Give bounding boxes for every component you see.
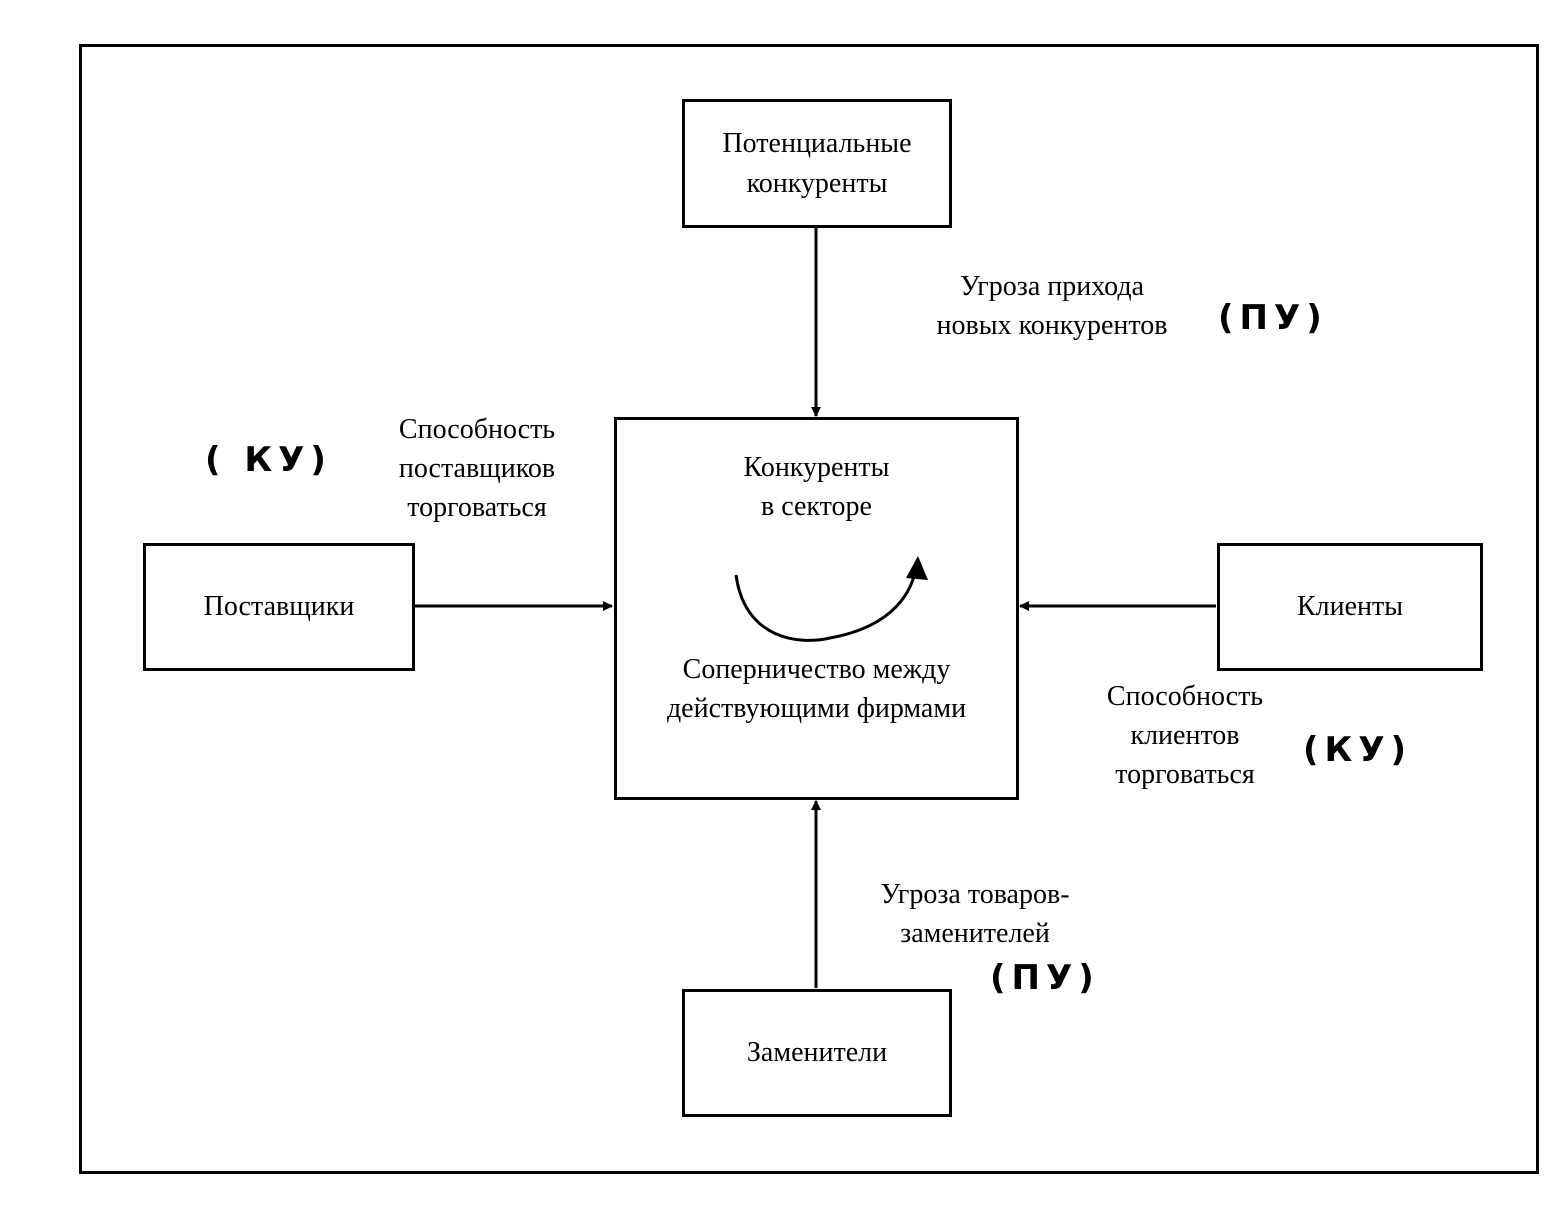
node-text: действующими фирмами bbox=[666, 693, 967, 724]
label-substitutes-threat: Угроза товаров- заменителей bbox=[850, 875, 1100, 953]
edge-text: новых конкурентов bbox=[936, 310, 1168, 341]
rivalry-arrowhead bbox=[906, 556, 928, 580]
node-substitutes: Заменители bbox=[682, 989, 952, 1117]
edge-text: клиентов bbox=[1130, 720, 1240, 751]
node-potential-competitors: Потенциальные конкуренты bbox=[682, 99, 952, 228]
node-industry-competitors: Конкуренты в секторе Соперничество между… bbox=[614, 417, 1019, 800]
node-text: Поставщики bbox=[203, 591, 355, 622]
node-text: в секторе bbox=[761, 491, 872, 522]
rivalry-curved-arrow bbox=[734, 567, 918, 642]
diagram-frame bbox=[79, 44, 1539, 1174]
label-entry-threat: Угроза прихода новых конкурентов bbox=[902, 267, 1202, 345]
note-suppliers: ( КУ) bbox=[205, 440, 332, 480]
node-clients: Клиенты bbox=[1217, 543, 1483, 671]
node-text: Соперничество между bbox=[682, 654, 951, 685]
node-suppliers: Поставщики bbox=[143, 543, 415, 671]
node-text: Клиенты bbox=[1296, 591, 1404, 622]
center-subtitle: Соперничество между действующими фирмами bbox=[617, 650, 1016, 728]
label-suppliers-power: Способность поставщиков торговаться bbox=[367, 410, 587, 527]
edge-text: торговаться bbox=[1115, 759, 1255, 790]
note-clients: (КУ) bbox=[1303, 730, 1413, 770]
node-text: Заменители bbox=[746, 1037, 888, 1068]
edge-text: Способность bbox=[398, 414, 556, 445]
edge-text: заменителей bbox=[900, 918, 1050, 949]
label-clients-power: Способность клиентов торговаться bbox=[1075, 677, 1295, 794]
edge-text: Угроза прихода bbox=[959, 271, 1145, 302]
node-text: конкуренты bbox=[746, 167, 888, 199]
node-text: Конкуренты bbox=[743, 452, 890, 483]
note-entry: (ПУ) bbox=[1218, 298, 1328, 338]
edge-text: Угроза товаров- bbox=[880, 879, 1070, 910]
center-title: Конкуренты в секторе bbox=[617, 448, 1016, 526]
edge-text: Способность bbox=[1106, 681, 1264, 712]
node-text: Потенциальные bbox=[722, 127, 912, 159]
note-substitutes: (ПУ) bbox=[990, 958, 1100, 998]
edge-text: торговаться bbox=[407, 492, 547, 523]
edge-text: поставщиков bbox=[398, 453, 556, 484]
